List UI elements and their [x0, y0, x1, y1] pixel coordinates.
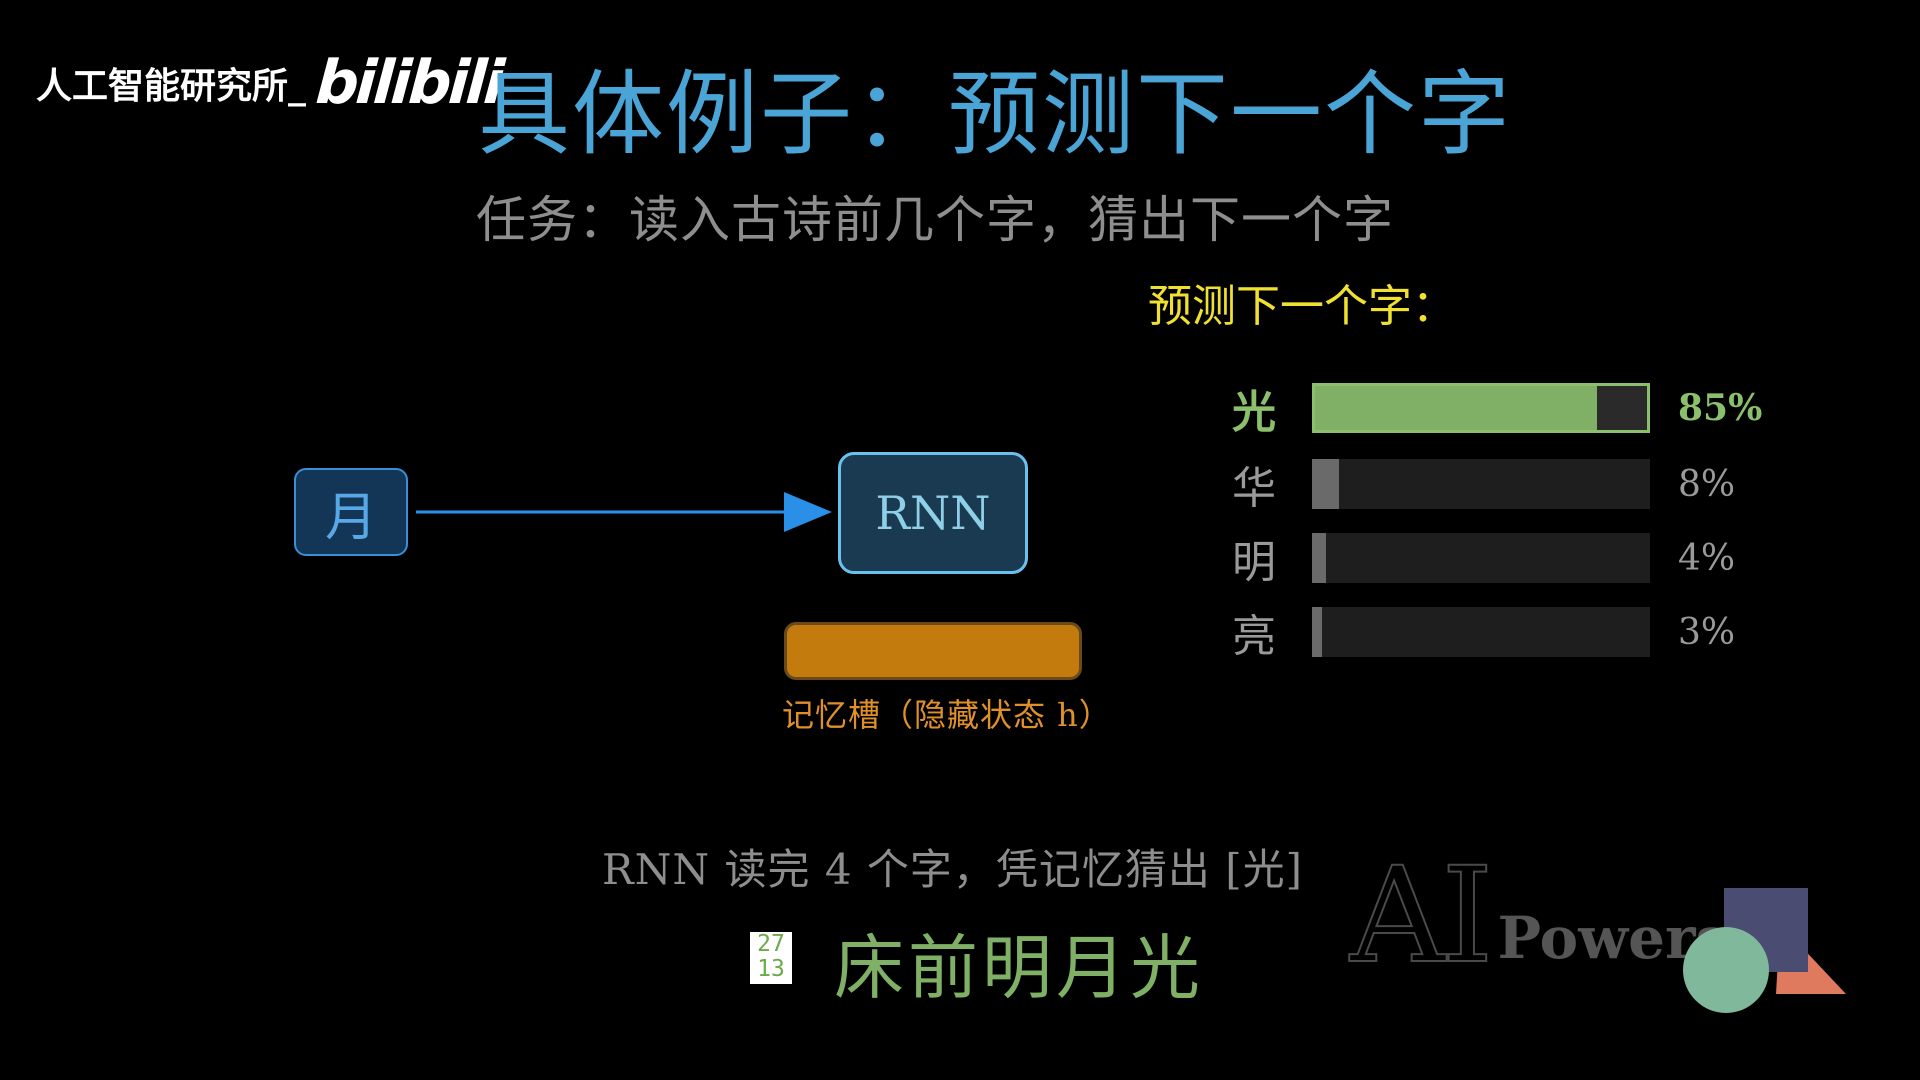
shapes-logo-icon [1683, 888, 1846, 1013]
prediction-percent: 4% [1678, 537, 1736, 579]
prediction-char: 光 [1232, 387, 1276, 438]
prediction-row-2: 明 4% [1224, 526, 1735, 590]
prediction-char: 亮 [1232, 611, 1276, 662]
prediction-bar-track [1312, 533, 1650, 583]
char-counter: 27 13 [750, 932, 792, 984]
prediction-bar-track [1312, 459, 1650, 509]
prediction-row-0: 光 85% [1224, 376, 1762, 440]
prediction-label: 预测下一个字： [1148, 281, 1456, 332]
page-title: 具体例子：预测下一个字 [478, 61, 1513, 168]
prediction-bar-fill [1312, 607, 1323, 657]
rnn-label: RNN [875, 486, 991, 540]
prediction-bar-track [1312, 383, 1650, 433]
input-arrow [416, 492, 832, 532]
prediction-row-1: 华 8% [1224, 452, 1735, 516]
prediction-bar-fill [1315, 386, 1598, 430]
prediction-bar-fill [1312, 459, 1340, 509]
ai-powers-logo: AI Powers [1349, 839, 1728, 993]
poem-line: 床前明月光 [834, 927, 1204, 1009]
counter-bottom: 13 [757, 956, 785, 982]
prediction-char: 明 [1232, 537, 1276, 588]
prediction-bar-fill [1312, 533, 1326, 583]
logo-ai-text: AI [1349, 839, 1494, 993]
arrow-head-icon [784, 492, 832, 532]
input-char: 月 [324, 487, 377, 548]
prediction-percent: 3% [1678, 611, 1736, 653]
bilibili-logo: bilibili [313, 48, 504, 118]
rnn-box: RNN [838, 452, 1028, 574]
task-subtitle: 任务：读入古诗前几个字，猜出下一个字 [476, 191, 1394, 249]
counter-top: 27 [757, 931, 785, 957]
watermark-text: 人工智能研究所_ [36, 66, 307, 107]
input-char-box: 月 [294, 468, 408, 556]
prediction-char: 华 [1232, 463, 1276, 514]
status-text: RNN 读完 4 个字，凭记忆猜出 [光] [602, 845, 1304, 894]
prediction-percent: 8% [1678, 463, 1736, 505]
memory-slot-bar [784, 622, 1082, 680]
prediction-row-3: 亮 3% [1224, 600, 1735, 664]
memory-slot-label: 记忆槽（隐藏状态 h） [782, 696, 1112, 734]
circle-shape [1683, 927, 1769, 1013]
channel-watermark: 人工智能研究所_ bilibili [36, 48, 504, 118]
prediction-percent: 85% [1678, 387, 1763, 429]
prediction-bar-track [1312, 607, 1650, 657]
